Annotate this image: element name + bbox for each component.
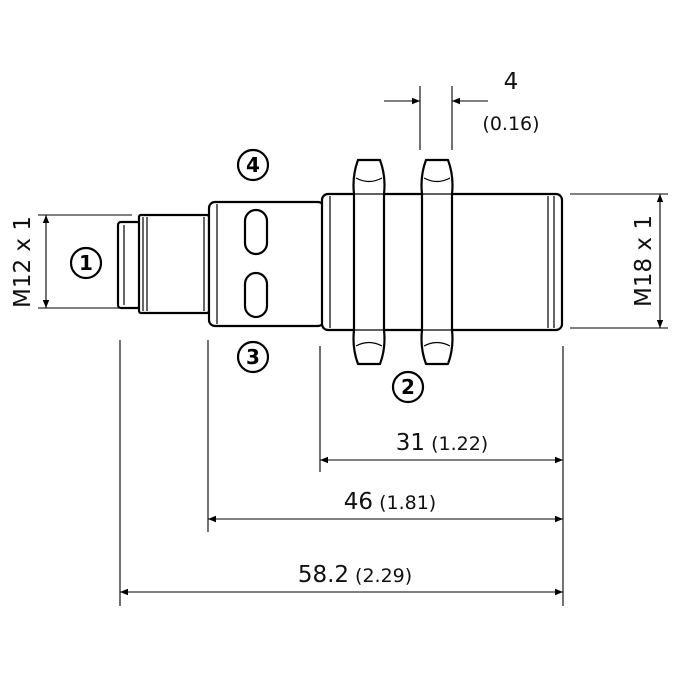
callout-1-number: 1 xyxy=(79,251,93,275)
nut-gap-in: (0.16) xyxy=(482,113,539,135)
length-extension-lines xyxy=(119,340,564,606)
led-window-top xyxy=(243,208,269,256)
length-31-label: 31(1.22) xyxy=(396,430,488,456)
callout-3-number: 3 xyxy=(246,345,260,369)
mounting-nut-right xyxy=(420,158,454,366)
callout-2-number: 2 xyxy=(401,375,415,399)
dim-thread-m18: M18 x 1 xyxy=(570,193,668,329)
thread-label-m18: M18 x 1 xyxy=(631,215,657,307)
dim-nut-gap: 4 (0.16) xyxy=(384,69,540,150)
dim-length-58-2: 58.2(2.29) xyxy=(120,562,563,596)
thread-label-m12: M12 x 1 xyxy=(10,216,36,308)
callout-2: 2 xyxy=(391,370,425,404)
length-58-2-label: 58.2(2.29) xyxy=(298,562,412,588)
led-window-bottom xyxy=(243,271,269,319)
callout-4: 4 xyxy=(236,148,270,182)
dim-thread-m12: M12 x 1 xyxy=(10,214,132,309)
callout-3: 3 xyxy=(236,340,270,374)
callout-1: 1 xyxy=(69,246,103,280)
sensor-body xyxy=(116,158,564,366)
led-housing xyxy=(207,200,326,328)
nut-gap-mm: 4 xyxy=(504,69,519,95)
callout-4-number: 4 xyxy=(246,153,260,177)
m12-connector xyxy=(116,213,211,315)
dim-length-31: 31(1.22) xyxy=(320,430,563,464)
length-46-label: 46(1.81) xyxy=(344,489,436,515)
dim-length-46: 46(1.81) xyxy=(208,489,563,523)
mounting-nut-left xyxy=(352,158,386,366)
